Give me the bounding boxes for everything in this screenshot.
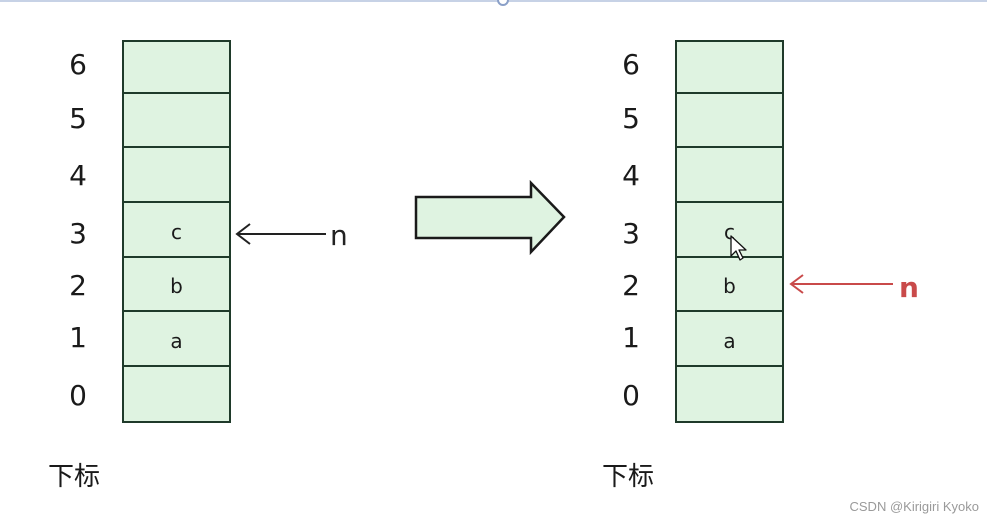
left-index-2: 2 [69,269,87,302]
right-cell-6 [677,42,782,94]
left-cell-2: b [124,260,229,312]
left-cell-4 [124,151,229,203]
right-index-0: 0 [622,379,640,412]
right-index-5: 5 [622,102,640,135]
right-index-6: 6 [622,48,640,81]
left-pointer-label: n [330,219,348,252]
right-cell-2: b [677,260,782,312]
left-pointer-arrow [235,223,326,245]
left-index-3: 3 [69,217,87,250]
right-pointer-label: n [899,271,919,304]
watermark: CSDN @Kirigiri Kyoko [849,499,980,514]
right-stack: c b a [675,40,784,423]
mouse-pointer-icon [730,235,747,261]
left-cell-1: a [124,315,229,367]
right-caption: 下标 [602,462,655,492]
left-index-5: 5 [69,102,87,135]
left-cell-3: c [124,206,229,258]
left-cell-5 [124,96,229,148]
right-cell-3: c [677,206,782,258]
right-cell-4 [677,151,782,203]
right-cell-1: a [677,315,782,367]
top-divider [0,0,987,2]
right-index-1: 1 [622,321,640,354]
right-index-4: 4 [622,159,640,192]
left-caption: 下标 [48,462,101,492]
right-pointer-arrow [789,274,893,294]
right-index-2: 2 [622,269,640,302]
right-index-3: 3 [622,217,640,250]
left-cell-6 [124,42,229,94]
left-stack: c b a [122,40,231,423]
left-index-1: 1 [69,321,87,354]
left-index-0: 0 [69,379,87,412]
transition-arrow [414,179,566,256]
left-index-6: 6 [69,48,87,81]
left-index-4: 4 [69,159,87,192]
right-cell-5 [677,96,782,148]
top-drag-handle[interactable] [497,0,509,6]
